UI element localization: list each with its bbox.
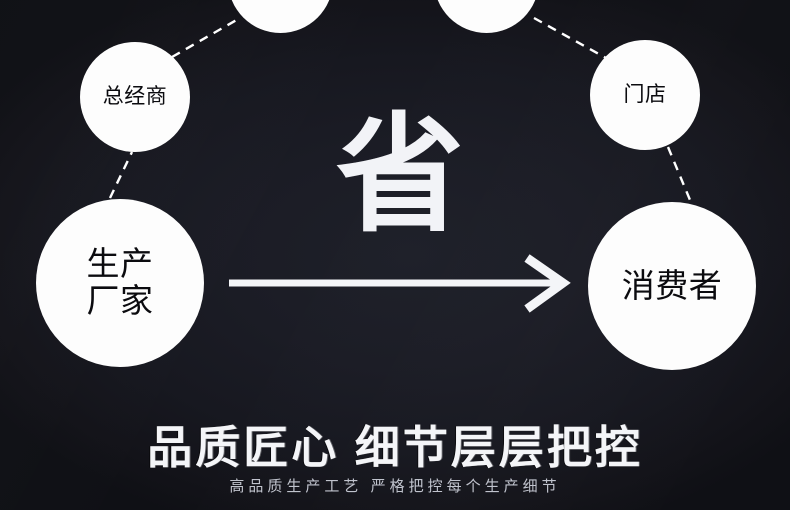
node-top-left [228, 0, 333, 33]
footer-subline: 高品质生产工艺 严格把控每个生产细节 [229, 478, 561, 495]
node-store: 门店 [590, 40, 700, 150]
node-factory-label: 生产 厂家 [86, 245, 154, 319]
node-consumer: 消费者 [588, 202, 756, 370]
node-store-label: 门店 [623, 83, 667, 107]
node-agent: 总经商 [80, 42, 190, 152]
footer-text-block: 品质匠心 细节层层把控 高品质生产工艺 严格把控每个生产细节 [0, 424, 790, 496]
footer-headline: 品质匠心 细节层层把控 [147, 422, 643, 474]
node-top-right [434, 0, 539, 33]
node-agent-label: 总经商 [102, 85, 168, 109]
node-consumer-label: 消费者 [621, 266, 723, 304]
hero-character: 省 [335, 104, 464, 247]
node-factory: 生产 厂家 [36, 199, 204, 367]
